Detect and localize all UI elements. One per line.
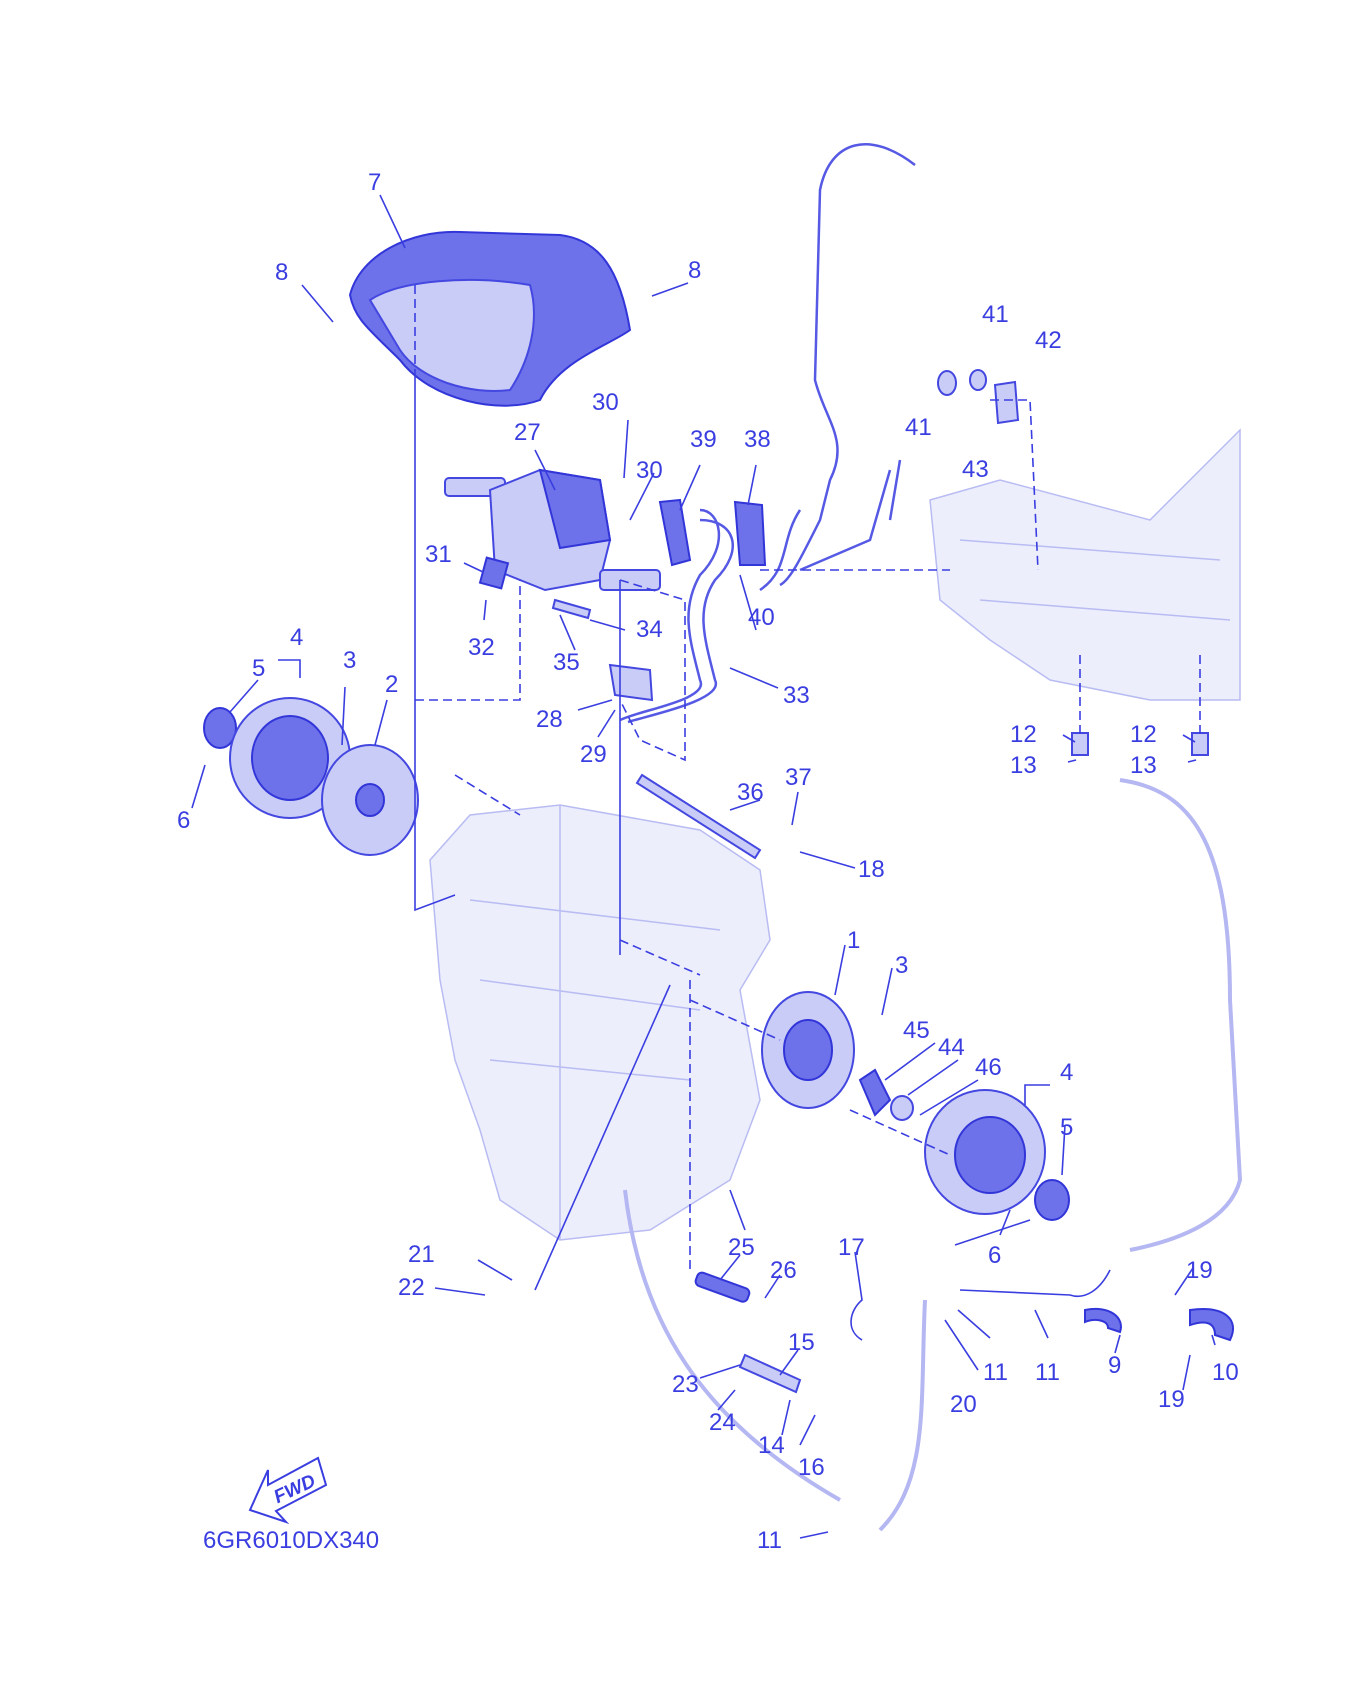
callout-32: 32 (468, 634, 495, 661)
clip-12-right (1191, 732, 1209, 756)
callout-44: 44 (938, 1034, 965, 1061)
callout-33: 33 (783, 682, 810, 709)
callout-12: 12 (1010, 721, 1037, 748)
callout-41: 41 (982, 301, 1009, 328)
callout-27: 27 (514, 419, 541, 446)
plate-45 (858, 1068, 892, 1117)
boot-10 (1189, 1308, 1235, 1342)
callout-43: 43 (962, 456, 989, 483)
callout-30: 30 (592, 389, 619, 416)
hub-1 (761, 991, 855, 1109)
bracket-42 (993, 380, 1020, 425)
callout-17: 17 (838, 1234, 865, 1261)
callout-7: 7 (368, 169, 381, 196)
callout-26: 26 (770, 1257, 797, 1284)
callout-24: 24 (709, 1409, 736, 1436)
cap-5-left (203, 707, 237, 749)
engine-block-ghost (429, 804, 771, 1241)
callout-5: 5 (1060, 1114, 1073, 1141)
callout-3: 3 (895, 952, 908, 979)
housing-4-right (924, 1089, 1046, 1215)
callout-4: 4 (1060, 1059, 1073, 1086)
callout-36: 36 (737, 779, 764, 806)
callout-6: 6 (177, 807, 190, 834)
callout-35: 35 (553, 649, 580, 676)
callout-1: 1 (847, 927, 860, 954)
clip-34 (551, 598, 592, 620)
callout-40: 40 (748, 604, 775, 631)
callout-labels: 7 8 8 41 42 41 43 30 30 27 39 38 31 32 3… (177, 169, 1239, 1554)
callout-10: 10 (1212, 1359, 1239, 1386)
callout-31: 31 (425, 541, 452, 568)
bar-36 (635, 773, 762, 860)
callout-34: 34 (636, 616, 663, 643)
grommet-41 (937, 369, 987, 396)
callout-6: 6 (988, 1242, 1001, 1269)
cap-5-right (1034, 1179, 1070, 1221)
callout-11: 11 (1035, 1359, 1060, 1386)
bracket-28 (608, 663, 654, 702)
callout-4: 4 (290, 624, 303, 651)
clip-9 (1084, 1307, 1122, 1334)
bracket-39 (658, 498, 692, 567)
callout-11: 11 (983, 1359, 1008, 1386)
callout-21: 21 (408, 1241, 435, 1268)
callout-37: 37 (785, 764, 812, 791)
callout-45: 45 (903, 1017, 930, 1044)
callout-18: 18 (858, 856, 885, 883)
callout-19: 19 (1186, 1257, 1213, 1284)
callout-25: 25 (728, 1234, 755, 1261)
callout-29: 29 (580, 741, 607, 768)
wheel-2 (321, 744, 419, 856)
callout-42: 42 (1035, 327, 1062, 354)
callout-19: 19 (1158, 1386, 1185, 1413)
callout-28: 28 (536, 706, 563, 733)
callout-11: 11 (757, 1527, 782, 1554)
callout-14: 14 (758, 1432, 785, 1459)
callout-12: 12 (1130, 721, 1157, 748)
callout-3: 3 (343, 647, 356, 674)
spring-25 (694, 1271, 751, 1303)
wire-harness (619, 143, 916, 724)
housing-4-left (229, 697, 351, 819)
motor-assembly-27 (444, 468, 661, 592)
plate-31 (478, 556, 510, 590)
bracket-38 (733, 500, 767, 566)
callout-2: 2 (385, 671, 398, 698)
callout-38: 38 (744, 426, 771, 453)
fwd-arrow: FWD (248, 1456, 328, 1525)
callout-16: 16 (798, 1454, 825, 1481)
callout-23: 23 (672, 1371, 699, 1398)
callout-39: 39 (690, 426, 717, 453)
ghost-hoses (623, 778, 1243, 1532)
callout-15: 15 (788, 1329, 815, 1356)
callout-13: 13 (1130, 752, 1157, 779)
callout-20: 20 (950, 1391, 977, 1418)
diagram-code: 6GR6010DX340 (203, 1527, 379, 1554)
cover-part-7 (348, 230, 632, 407)
callout-5: 5 (252, 655, 265, 682)
callout-41: 41 (905, 414, 932, 441)
callout-46: 46 (975, 1054, 1002, 1081)
callout-13: 13 (1010, 752, 1037, 779)
callout-8: 8 (275, 259, 288, 286)
leader-lines (191, 194, 1216, 1539)
clip-12-left (1071, 732, 1089, 756)
nut-44 (890, 1095, 914, 1121)
callout-22: 22 (398, 1274, 425, 1301)
frame-ghost (929, 428, 1241, 701)
callout-30: 30 (636, 457, 663, 484)
callout-9: 9 (1108, 1352, 1121, 1379)
callout-8: 8 (688, 257, 701, 284)
